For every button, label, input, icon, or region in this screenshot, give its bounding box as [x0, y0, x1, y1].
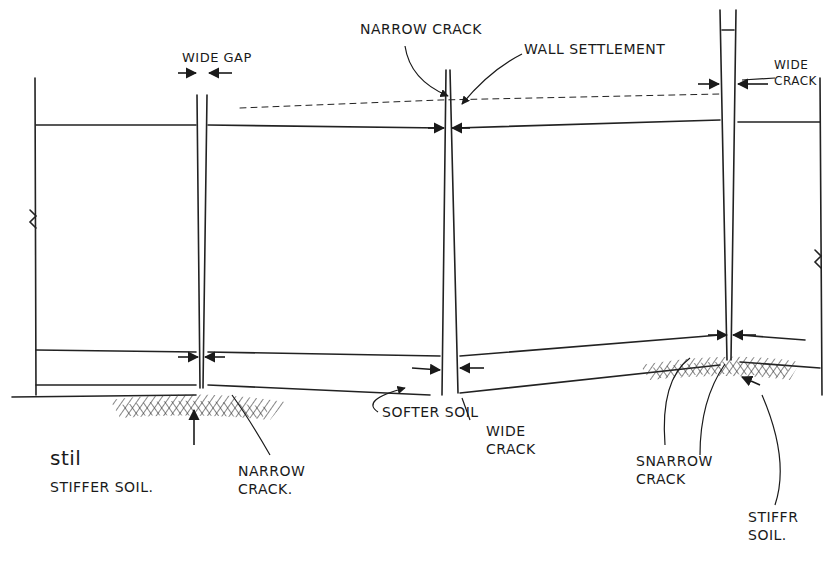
- annotation-label: STIFFR SOIL.: [748, 508, 828, 544]
- annotation-label: NARROW CRACK.: [238, 462, 348, 498]
- annotation-label: NARROW CRACK: [360, 20, 500, 38]
- annotation-label: WIDE CRACK: [486, 422, 576, 458]
- annotation-label: SNARROW CRACK: [636, 452, 756, 488]
- annotation-label: WIDE GAP: [182, 50, 272, 67]
- annotation-label: SOFTER SOIL: [382, 403, 502, 421]
- annotation-label: STIFFER SOIL.: [50, 478, 200, 496]
- annotation-label: WALL SETTLEMENT: [524, 40, 704, 58]
- annotation-label: stil: [50, 445, 110, 471]
- annotation-label: WIDE CRACK: [774, 58, 830, 89]
